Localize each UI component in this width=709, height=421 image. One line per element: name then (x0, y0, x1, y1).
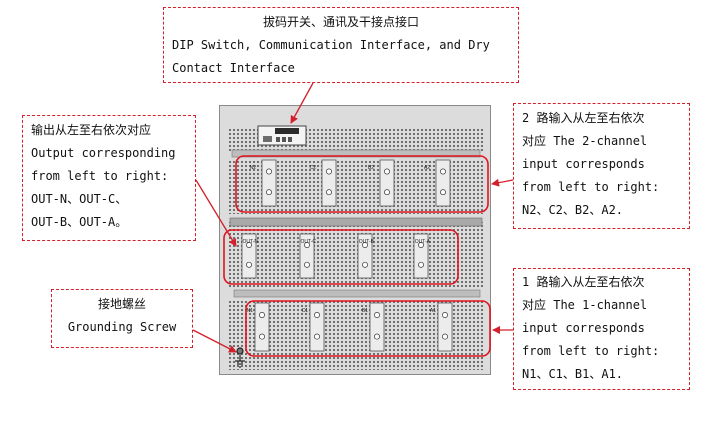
highlight-input-1 (245, 300, 491, 357)
terminal-screw-input2-2-0 (384, 168, 390, 175)
callout-input-2: 2 路输入从左至右依次 对应 The 2-channel input corre… (513, 103, 690, 229)
terminal-screw-output-2-1 (362, 261, 368, 268)
terminal-label-input1-3: A1 (430, 308, 436, 314)
terminal-screw-output-3-1 (418, 261, 424, 268)
callout-output-line-5: OUT-B、OUT-A。 (31, 215, 128, 229)
terminal-screw-output-0-0 (246, 242, 252, 248)
terminal-label-input1-1: C1 (302, 308, 309, 314)
leader-dip (290, 82, 314, 124)
callout-dip-switch: 拔码开关、通讯及干接点接口 DIP Switch, Communication … (163, 7, 519, 83)
callout-output-line-3: from left to right: (31, 169, 169, 183)
callout-output-line-1: 输出从左至右依次对应 (31, 123, 152, 137)
terminal-screw-input2-1-0 (326, 168, 332, 175)
rail-lower (233, 289, 481, 298)
terminal-bar-input2-1 (321, 159, 337, 207)
terminal-label-output-2: OUT-B (359, 239, 375, 245)
terminal-label-output-0: OUT-N (242, 239, 258, 245)
callout-input-1: 1 路输入从左至右依次 对应 The 1-channel input corre… (513, 268, 690, 390)
leader-ground (192, 329, 237, 353)
terminal-bar-output-3 (413, 233, 429, 279)
terminal-screw-output-3-0 (418, 242, 424, 248)
leader-output (195, 179, 237, 247)
callout-dip-line-3: Contact Interface (172, 61, 295, 75)
terminal-screw-input1-2-0 (374, 312, 380, 318)
terminal-screw-input2-1-1 (326, 189, 332, 196)
callout-input2-line-3: input corresponds (522, 157, 645, 171)
terminal-screw-input2-0-1 (266, 189, 272, 196)
rail-middle (229, 217, 483, 227)
terminal-label-output-3: OUT-A (415, 239, 431, 245)
highlight-output (223, 229, 459, 285)
callout-input1-line-4: from left to right: (522, 344, 660, 358)
leader-input-2 (491, 178, 514, 187)
terminal-bar-input1-3 (437, 302, 453, 352)
rail-upper (231, 149, 481, 158)
callout-dip-line-2: DIP Switch, Communication Interface, and… (172, 38, 490, 52)
callout-dip-line-1: 拔码开关、通讯及干接点接口 (262, 15, 419, 29)
terminal-screw-output-2-0 (362, 242, 368, 248)
callout-output-line-2: Output corresponding (31, 146, 176, 160)
terminal-bar-input1-1 (309, 302, 325, 352)
callout-input2-line-1: 2 路输入从左至右依次 (522, 111, 645, 125)
dip-switch-panel (257, 125, 307, 146)
terminal-label-input2-2: B2 (368, 165, 374, 171)
terminal-screw-input2-0-0 (266, 168, 272, 175)
callout-input1-line-3: input corresponds (522, 321, 645, 335)
callout-ground-line-2: Grounding Screw (67, 320, 177, 334)
callout-input1-line-1: 1 路输入从左至右依次 (522, 275, 645, 289)
terminal-screw-input2-3-1 (440, 189, 446, 196)
terminal-screw-output-1-1 (304, 261, 310, 268)
highlight-input-2 (235, 155, 489, 213)
callout-output-line-4: OUT-N、OUT-C、 (31, 192, 128, 206)
terminal-bar-input1-2 (369, 302, 385, 352)
terminal-label-input2-1: C2 (310, 165, 317, 171)
terminal-screw-output-0-1 (246, 261, 252, 268)
terminal-bar-input1-0 (254, 302, 270, 352)
terminal-screw-input1-3-0 (442, 312, 448, 318)
vent-grid-middle (228, 222, 484, 288)
terminal-label-output-1: OUT-C (300, 239, 316, 245)
terminal-label-input2-3: A2 (424, 165, 430, 171)
callout-input2-line-2: 对应 The 2-channel (522, 134, 648, 148)
terminal-screw-input1-1-0 (314, 312, 320, 318)
callout-output: 输出从左至右依次对应 Output corresponding from lef… (22, 115, 196, 241)
terminal-bar-output-2 (357, 233, 373, 279)
terminal-label-input1-0: N1 (247, 308, 254, 314)
terminal-screw-input1-3-1 (442, 333, 448, 340)
terminal-screw-input2-2-1 (384, 189, 390, 196)
terminal-screw-input1-0-1 (259, 333, 265, 340)
callout-ground-line-1: 接地螺丝 (97, 297, 146, 311)
callout-input1-line-5: N1、C1、B1、A1. (522, 367, 624, 381)
terminal-bar-input2-3 (435, 159, 451, 207)
callout-input2-line-4: from left to right: (522, 180, 660, 194)
terminal-label-input2-0: N2 (250, 165, 257, 171)
terminal-bar-output-0 (241, 233, 257, 279)
terminal-bar-input2-0 (261, 159, 277, 207)
terminal-screw-input2-3-0 (440, 168, 446, 175)
terminal-bar-input2-2 (379, 159, 395, 207)
ground-icon (235, 347, 245, 368)
terminal-screw-input1-2-1 (374, 333, 380, 340)
terminal-screw-input1-0-0 (259, 312, 265, 318)
terminal-screw-input1-1-1 (314, 333, 320, 340)
callout-grounding: 接地螺丝 Grounding Screw (51, 289, 193, 348)
callout-input2-line-5: N2、C2、B2、A2. (522, 203, 624, 217)
terminal-screw-output-1-0 (304, 242, 310, 248)
terminal-label-input1-2: B1 (362, 308, 368, 314)
callout-input1-line-2: 对应 The 1-channel (522, 298, 648, 312)
terminal-bar-output-1 (299, 233, 315, 279)
